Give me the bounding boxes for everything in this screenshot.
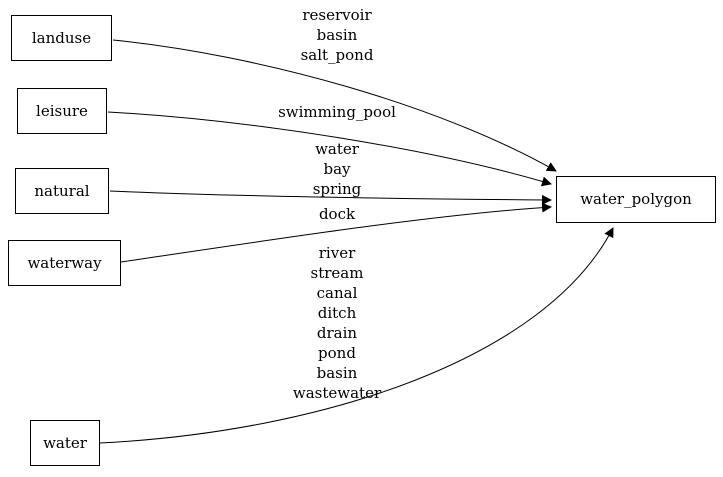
node-water-label: water (43, 433, 87, 452)
node-water-polygon-label: water_polygon (580, 190, 692, 208)
node-water: water (30, 420, 100, 466)
node-natural-label: natural (34, 181, 90, 200)
node-leisure-label: leisure (36, 101, 88, 120)
node-landuse-label: landuse (31, 28, 92, 47)
node-leisure: leisure (17, 88, 107, 134)
node-water-polygon: water_polygon (556, 176, 716, 223)
node-waterway: waterway (8, 240, 121, 286)
edge-label-leisure: swimming_pool (278, 103, 396, 121)
edge-label-water: river stream canal ditch drain pond basi… (292, 244, 382, 402)
node-landuse: landuse (11, 15, 112, 61)
edge-label-natural: water bay spring (312, 140, 362, 198)
edge-label-landuse: reservoir basin salt_pond (300, 6, 374, 64)
edge-label-waterway: dock (318, 205, 356, 223)
node-waterway-label: waterway (27, 253, 102, 272)
node-natural: natural (15, 168, 109, 214)
